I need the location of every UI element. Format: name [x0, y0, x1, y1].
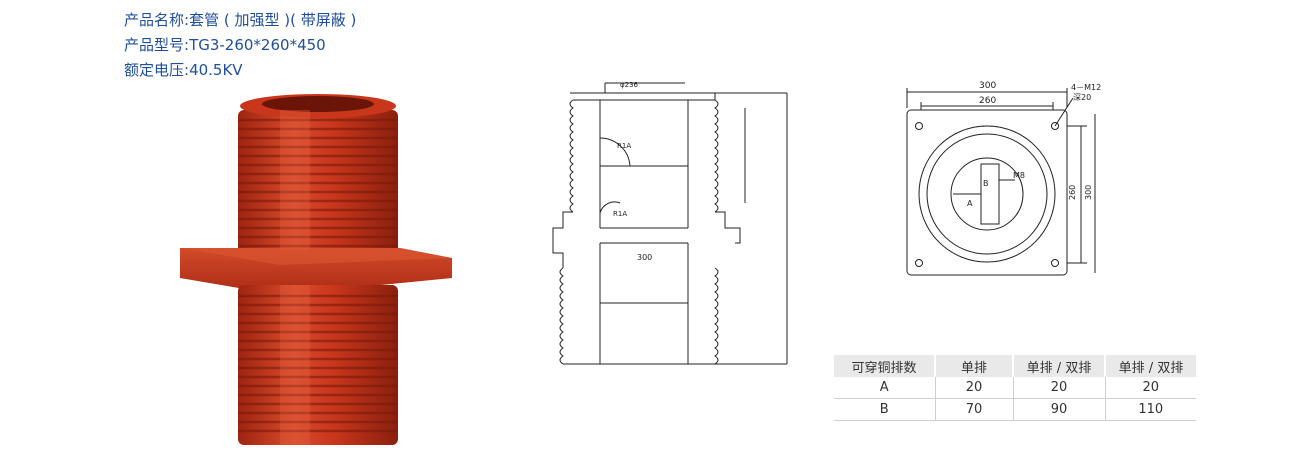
header-single-double-2: 单排 / 双排: [1104, 355, 1196, 377]
spec-model-row: 产品型号:TG3-260*260*450: [124, 33, 356, 58]
radius-lower-label: R1A: [613, 210, 627, 218]
bolt-note-1: 4－M12: [1071, 83, 1101, 92]
dim-v260-label: 260: [1068, 185, 1077, 200]
spec-block: 产品名称:套管 ( 加强型 )( 带屏蔽 ) 产品型号:TG3-260*260*…: [124, 8, 356, 83]
row-b-single: 70: [934, 398, 1013, 421]
dim-top-label: φ236: [620, 81, 639, 89]
upper-ribs: [238, 118, 398, 248]
table-row: A 20 20 20: [834, 377, 1196, 399]
row-b-sd1: 90: [1012, 398, 1105, 421]
spec-voltage-value: 40.5KV: [189, 61, 243, 79]
header-busbar-count: 可穿铜排数: [834, 355, 935, 377]
dim-mid-label: 300: [637, 253, 652, 262]
row-a-label: A: [834, 377, 935, 399]
row-a-sd2: 20: [1104, 377, 1196, 399]
row-b-sd2: 110: [1104, 398, 1196, 421]
row-a-single: 20: [934, 377, 1013, 399]
spec-voltage-row: 额定电压:40.5KV: [124, 58, 356, 83]
spec-model-value: TG3-260*260*450: [189, 36, 326, 54]
spec-name-row: 产品名称:套管 ( 加强型 )( 带屏蔽 ): [124, 8, 356, 33]
dim-v300-label: 300: [1084, 185, 1093, 200]
busbar-table: 可穿铜排数 单排 单排 / 双排 单排 / 双排 A 20 20 20 B 70…: [834, 355, 1196, 421]
product-photo: [180, 94, 452, 445]
row-b-label: B: [834, 398, 935, 421]
header-single: 单排: [934, 355, 1013, 377]
row-a-sd1: 20: [1012, 377, 1105, 399]
table-row: B 70 90 110: [834, 398, 1196, 421]
spec-name-value: 套管 ( 加强型 )( 带屏蔽 ): [189, 11, 357, 29]
header-single-double-1: 单排 / 双排: [1012, 355, 1105, 377]
spec-model-label: 产品型号:: [124, 36, 190, 54]
spec-name-label: 产品名称:: [124, 11, 190, 29]
spec-voltage-label: 额定电压:: [124, 61, 190, 79]
m8-label: M8: [1013, 171, 1025, 180]
dim-260-label: 260: [979, 96, 996, 106]
side-section-drawing: φ236 300 R1A R1A: [552, 81, 788, 365]
top-view-drawing: 300 260 4－M12 深20 260 300 M8 A B: [906, 81, 1101, 276]
dim-a-label: A: [967, 199, 973, 208]
bolt-note-2: 深20: [1073, 93, 1091, 102]
lower-ribs: [238, 294, 398, 433]
table-header-row: 可穿铜排数 单排 单排 / 双排 单排 / 双排: [834, 355, 1196, 377]
dim-b-label: B: [983, 179, 989, 188]
dim-300-label: 300: [979, 81, 996, 91]
radius-upper-label: R1A: [617, 142, 631, 150]
